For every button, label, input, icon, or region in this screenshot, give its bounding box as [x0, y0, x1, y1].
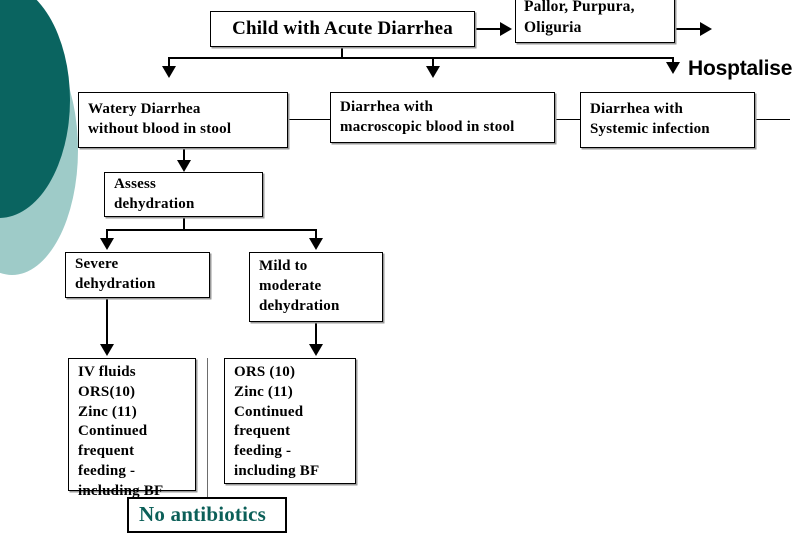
node-no-antibiotics[interactable]: No antibiotics — [127, 497, 287, 533]
arrowhead-bus-to-macroscopic — [426, 66, 440, 78]
arrowhead-to-severe — [100, 238, 114, 250]
arrowhead-bus-to-systemic — [666, 62, 680, 74]
connector-treatments-to-no-antibiotics — [207, 358, 208, 500]
node-systemic-infection-diarrhea[interactable]: Diarrhea with Systemic infection — [580, 92, 755, 148]
arrowhead-severe-to-treatment — [100, 344, 114, 356]
arrowhead-pallor-to-right — [700, 22, 712, 36]
label-hospitalise: Hosptalise — [688, 57, 793, 80]
arrowhead-to-mild — [309, 238, 323, 250]
connector-bus-drop-systemic — [672, 57, 674, 65]
arrowhead-watery-to-assess — [177, 160, 191, 172]
connector-watery-to-assess — [183, 148, 185, 164]
node-mild-to-moderate-dehydration[interactable]: Mild to moderate dehydration — [249, 252, 383, 322]
connector-drop-mild — [315, 229, 317, 241]
connector-bus-drop-watery — [168, 57, 170, 69]
connector-root-to-pallor — [475, 28, 503, 30]
connector-macroscopic-to-systemic — [555, 119, 580, 120]
connector-drop-severe — [106, 229, 108, 241]
node-pallor-purpura-oliguria[interactable]: Pallor, Purpura, Oliguria — [515, 0, 675, 43]
connector-watery-to-macroscopic — [288, 119, 330, 120]
connector-bus-dehydration — [106, 229, 317, 231]
connector-assess-stem — [183, 217, 185, 230]
node-severe-dehydration[interactable]: Severe dehydration — [65, 252, 210, 298]
node-macroscopic-blood-diarrhea[interactable]: Diarrhea with macroscopic blood in stool — [330, 92, 555, 143]
connector-bus-drop-macroscopic — [432, 57, 434, 69]
connector-mild-to-treatment — [315, 322, 317, 346]
node-treatment-severe-dehydration[interactable]: IV fluids ORS(10) Zinc (11) Continued fr… — [68, 358, 196, 499]
connector-pallor-to-right — [675, 28, 705, 30]
node-assess-dehydration[interactable]: Assess dehydration — [104, 172, 263, 217]
connector-root-stem — [341, 47, 343, 59]
arrowhead-bus-to-watery — [162, 66, 176, 78]
connector-bus-row2 — [168, 57, 674, 59]
node-watery-diarrhea[interactable]: Watery Diarrhea without blood in stool — [78, 92, 288, 148]
arrowhead-root-to-pallor — [500, 22, 512, 36]
node-child-with-acute-diarrhea[interactable]: Child with Acute Diarrhea — [210, 11, 475, 47]
node-treatment-mild-dehydration[interactable]: ORS (10) Zinc (11) Continued frequent fe… — [224, 358, 356, 484]
arrowhead-mild-to-treatment — [309, 344, 323, 356]
connector-systemic-to-right — [755, 119, 790, 120]
connector-severe-to-treatment — [106, 298, 108, 346]
